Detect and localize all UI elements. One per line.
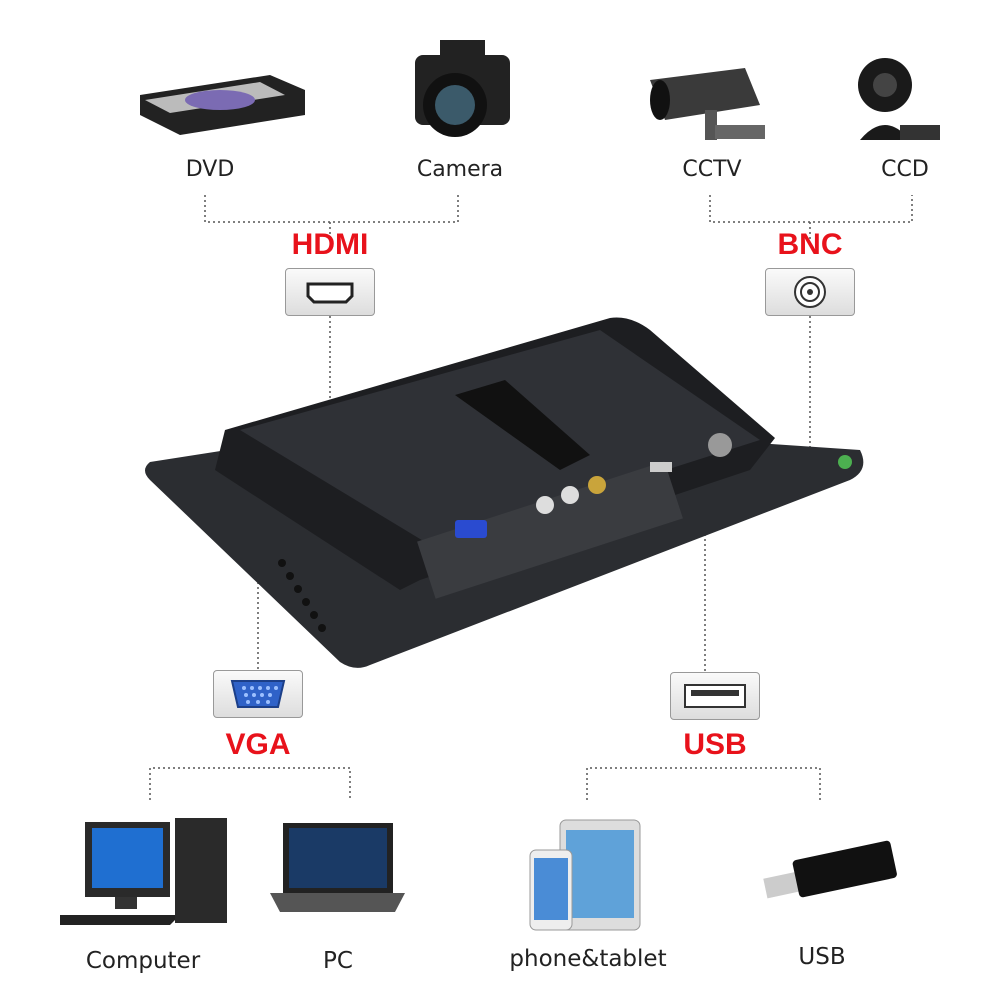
label-camera: Camera — [416, 157, 504, 182]
monitor-image — [145, 317, 864, 668]
webcam-image — [858, 58, 940, 140]
usb-port-icon — [670, 672, 760, 720]
label-ccd: CCD — [881, 157, 929, 182]
hdmi-port-icon — [285, 268, 375, 316]
label-phone-tablet: phone&tablet — [509, 946, 667, 972]
label-dvd: DVD — [185, 157, 235, 182]
bnc-port-icon — [765, 268, 855, 316]
label-cctv: CCTV — [682, 157, 742, 182]
phone-tablet-image — [529, 819, 641, 931]
label-computer: Computer — [85, 948, 201, 974]
dvd-drive-image — [140, 75, 305, 135]
label-usb-drive: USB — [798, 944, 846, 970]
port-label-bnc: BNC — [777, 228, 843, 261]
laptop-image — [270, 823, 405, 912]
port-label-hdmi: HDMI — [291, 228, 369, 261]
cctv-camera-image — [650, 68, 765, 140]
port-label-vga: VGA — [225, 728, 291, 761]
vga-port-icon — [213, 670, 303, 718]
label-pc: PC — [323, 948, 353, 974]
camera-image — [415, 40, 510, 137]
usb-drive-image — [763, 840, 897, 899]
port-label-usb: USB — [683, 728, 747, 761]
computer-image — [60, 818, 227, 925]
